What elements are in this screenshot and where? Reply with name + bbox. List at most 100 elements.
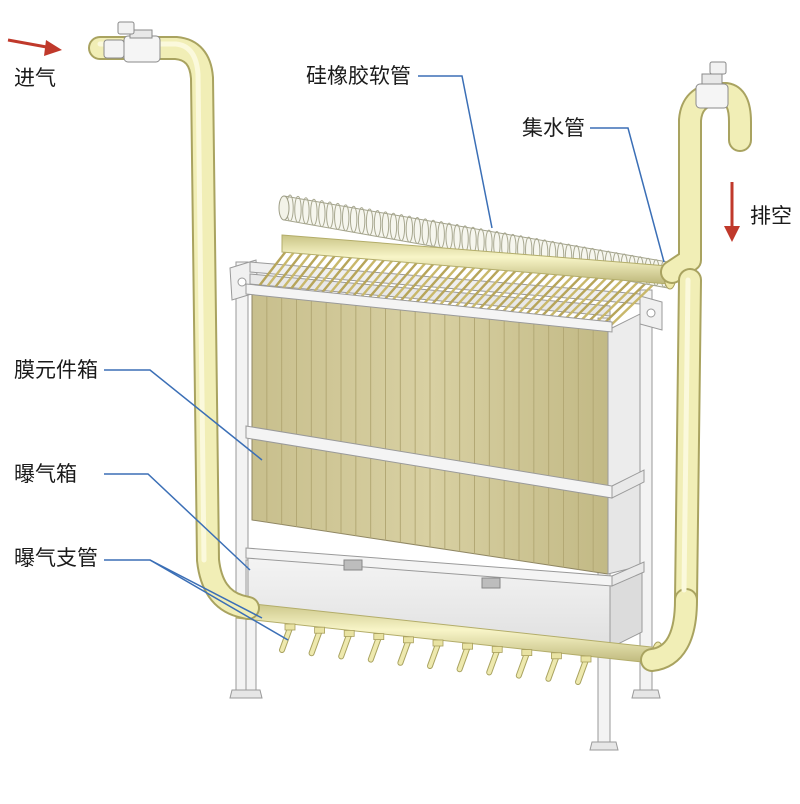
silicone-hose [356,254,398,302]
hose-coil-ring [349,205,358,233]
air-inlet-pipe [88,36,260,620]
silicone-hose [427,260,472,310]
aeration-box-clip-left [343,559,363,571]
hose-coil-ring [405,215,414,243]
silicone-hose [474,265,522,315]
silicone-hose [560,272,612,324]
silicone-hose [333,252,374,300]
silicone-hose [583,275,637,327]
silicone-hose [442,262,489,312]
aeration-nozzle [515,649,533,679]
silicone-hose [294,248,333,295]
hose-coil-ring [429,219,437,247]
frame-foot-right [589,741,619,751]
silicone-hose [419,260,464,309]
label-inlet: 进气 [14,66,56,90]
silicone-hose [403,258,448,307]
label-aeration-branch: 曝气支管 [14,546,98,570]
silicone-hose [286,248,324,295]
hose-coil-ring [310,198,318,226]
leader-collector-pipe [590,127,665,263]
aeration-nozzle [456,642,474,673]
silicone-hose [341,253,382,301]
silicone-hose [255,245,291,291]
aeration-nozzle [575,655,592,685]
aeration-nozzle [427,639,444,669]
silicone-hose [568,273,620,325]
silicone-hose [458,263,505,313]
aeration-nozzle [338,630,355,660]
label-collector-pipe: 集水管 [522,116,585,140]
silicone-hose-bundle [255,245,661,329]
silicone-hose [466,264,513,314]
silicone-hose [513,268,563,319]
frame-foot-back-right [631,689,661,699]
leader-lines [104,75,665,641]
silicone-hose [270,246,308,293]
exhaust-valve [695,61,729,109]
leader-membrane-box [104,369,263,461]
silicone-hose [599,276,653,329]
silicone-hose [607,277,661,329]
aeration-nozzle [397,636,414,666]
hose-coil-ring [421,218,429,246]
hose-coil-ring [318,200,326,228]
hose-coil-ring [373,209,382,237]
aeration-nozzle [367,633,385,663]
silicone-hose [388,257,431,306]
silicone-hose [411,259,456,308]
silicone-hose [372,255,415,304]
silicone-hose [489,266,538,317]
exhaust-pipe [640,82,752,672]
aeration-nozzle [486,646,503,676]
silicone-hose [262,245,300,292]
inlet-arrow [7,38,62,56]
label-silicone-hose: 硅橡胶软管 [306,64,411,88]
inlet-valve [103,21,161,63]
silicone-hose [380,256,423,305]
membrane-box [245,283,645,575]
frame-foot-left [229,689,263,699]
silicone-hose [591,275,645,328]
silicone-hose [497,267,546,318]
label-exhaust: 排空 [750,204,792,228]
silicone-hose [395,258,439,306]
leader-silicone-hose [418,75,493,229]
silicone-hose [435,261,480,311]
label-membrane-box: 膜元件箱 [14,358,98,382]
hose-coil-ring [342,204,350,232]
hose-coil-ring [294,195,302,223]
hose-coil-ring [413,216,422,244]
silicone-hose [521,269,571,320]
hose-coil-ring [357,207,366,235]
silicone-hose [348,253,390,301]
silicone-hose [505,267,554,318]
hose-coil-ring [302,197,310,225]
silicone-hose [575,274,628,326]
leader-aeration-branch-2 [149,559,263,619]
silicone-hose [544,271,596,323]
silicone-hose [317,250,357,298]
silicone-hose [552,272,604,323]
leader-aeration-box [104,473,251,571]
silicone-hose [450,262,497,312]
silicone-hose [278,247,316,294]
hose-coil-ring [381,211,390,239]
silicone-hose [481,265,530,316]
hose-coil-ring [389,212,398,240]
aeration-nozzle [308,626,326,657]
hose-coil-ring [334,202,342,230]
hose-coil-ring [397,214,406,242]
silicone-hose [364,255,407,303]
aeration-branch-nozzles [279,623,592,685]
silicone-hose [309,250,349,297]
silicone-hose [325,251,365,299]
exhaust-arrow [724,182,740,242]
silicone-hose [302,249,341,296]
silicone-hose [528,270,579,321]
label-aeration-box: 曝气箱 [14,462,77,486]
hose-coil-ring [365,208,374,236]
silicone-hose [536,270,587,322]
